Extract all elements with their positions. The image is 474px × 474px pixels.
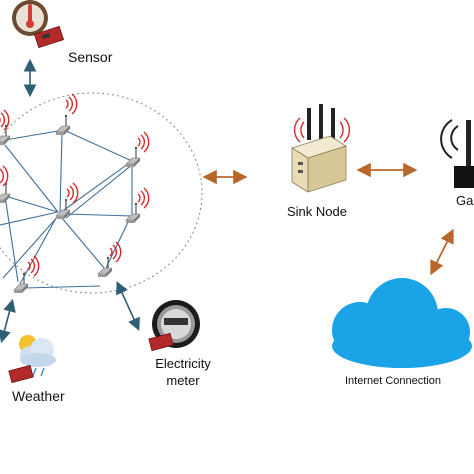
signal-waves-icon xyxy=(109,241,122,263)
gateway-cloud-arrow xyxy=(430,228,454,276)
gateway-label: Ga xyxy=(456,193,474,208)
router-icon xyxy=(291,104,351,193)
meter-link-arrow xyxy=(116,281,140,331)
cloud-icon xyxy=(332,278,472,368)
internet-connection-label: Internet Connection xyxy=(345,375,442,387)
signal-waves-icon xyxy=(0,165,9,187)
sensor-node xyxy=(125,146,141,168)
signal-waves-icon xyxy=(0,109,10,131)
network-boundary xyxy=(0,92,203,294)
mesh-links xyxy=(0,130,139,289)
weather-label: Weather xyxy=(12,388,65,404)
weather-link-arrow xyxy=(0,298,16,344)
gateway-antenna-icon xyxy=(440,119,474,188)
weather-icon xyxy=(8,335,56,384)
sink-node-label: Sink Node xyxy=(287,204,347,219)
signal-waves-icon xyxy=(65,93,78,115)
electricity-meter-icon xyxy=(148,300,200,352)
electricity-meter-label: Electricity meter xyxy=(145,355,221,389)
signal-waves-icon xyxy=(137,187,150,209)
electricity-meter-label-line1: Electricity xyxy=(155,356,211,371)
signal-waves-icon xyxy=(137,131,150,153)
sensor-label: Sensor xyxy=(68,49,113,65)
sensor-node xyxy=(125,202,141,224)
sensor-node xyxy=(0,182,11,204)
signal-waves-icon xyxy=(66,182,79,204)
electricity-meter-label-line2: meter xyxy=(166,373,200,388)
thermometer-sensor-icon xyxy=(12,0,65,49)
